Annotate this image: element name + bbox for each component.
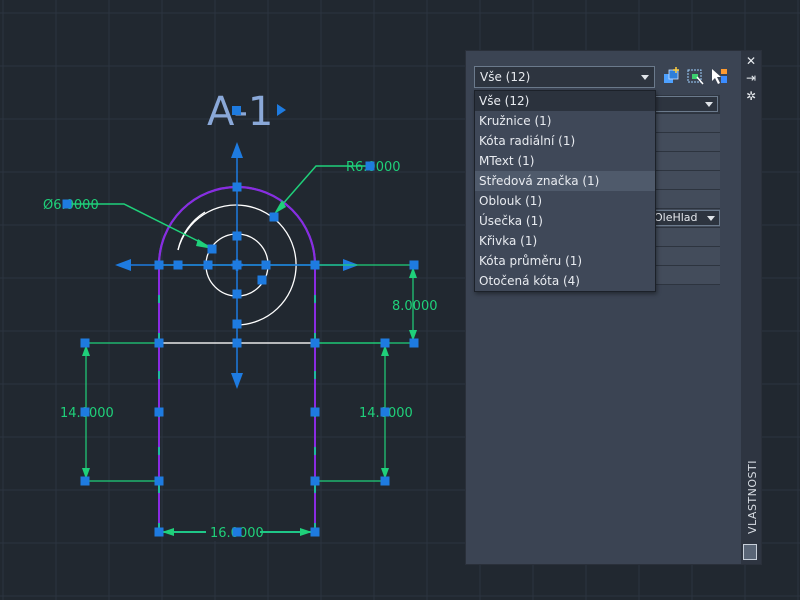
- radius-arrow: [274, 200, 286, 214]
- autohide-icon[interactable]: ⇥: [745, 71, 757, 85]
- grip[interactable]: [154, 407, 164, 417]
- grip[interactable]: [80, 407, 90, 417]
- grip[interactable]: [310, 476, 320, 486]
- dim-bottom-arrow-right: [300, 528, 312, 536]
- grip[interactable]: [365, 161, 375, 171]
- grips[interactable]: [62, 161, 419, 537]
- filter-option[interactable]: Vše (12): [475, 91, 655, 111]
- grip[interactable]: [232, 231, 242, 241]
- chevron-down-icon: [705, 102, 713, 107]
- center-arrow-left[interactable]: [115, 259, 131, 271]
- dim-8-arrow-bottom: [409, 330, 417, 341]
- dim-8-text[interactable]: 8.0000: [392, 299, 438, 314]
- chevron-down-icon: [707, 216, 715, 221]
- grip[interactable]: [80, 338, 90, 348]
- palette-side-strip: ✕ ⇥ ✲ VLASTNOSTI: [741, 51, 761, 564]
- grip[interactable]: [257, 275, 267, 285]
- grip[interactable]: [62, 199, 72, 209]
- grip[interactable]: [310, 260, 320, 270]
- close-icon[interactable]: ✕: [745, 54, 757, 68]
- grip[interactable]: [154, 527, 164, 537]
- grip[interactable]: [380, 476, 390, 486]
- grip[interactable]: [409, 260, 419, 270]
- grip[interactable]: [310, 407, 320, 417]
- plot-style-value: OleHlad: [654, 211, 698, 224]
- select-objects-icon[interactable]: [685, 66, 705, 86]
- grip[interactable]: [380, 407, 390, 417]
- grip[interactable]: [203, 260, 213, 270]
- filter-option[interactable]: MText (1): [479, 154, 535, 168]
- filter-option[interactable]: Kóta průměru (1): [479, 254, 583, 268]
- center-arrow-up[interactable]: [231, 142, 243, 158]
- grip[interactable]: [154, 260, 164, 270]
- grip[interactable]: [207, 244, 217, 254]
- settings-icon[interactable]: ✲: [745, 89, 757, 103]
- radius-arc[interactable]: [177, 204, 297, 326]
- grip[interactable]: [380, 338, 390, 348]
- dim-right-arrow-bottom: [381, 468, 389, 479]
- radius-leader[interactable]: [280, 165, 370, 207]
- grip[interactable]: [154, 338, 164, 348]
- grip[interactable]: [310, 527, 320, 537]
- grip[interactable]: [154, 476, 164, 486]
- dim-right-arrow-top: [381, 345, 389, 356]
- grip[interactable]: [409, 338, 419, 348]
- grip[interactable]: [232, 527, 242, 537]
- radius-arc-tail[interactable]: [177, 211, 206, 251]
- plot-style-dropdown[interactable]: OleHlad: [650, 210, 720, 226]
- grip[interactable]: [261, 260, 271, 270]
- chevron-down-icon: [641, 75, 649, 80]
- grip[interactable]: [310, 338, 320, 348]
- filter-option[interactable]: Úsečka (1): [479, 214, 543, 228]
- grip[interactable]: [269, 212, 279, 222]
- dim-bottom-arrow-left: [162, 528, 174, 536]
- selection-filter-dropdown[interactable]: Vše (12): [474, 66, 655, 88]
- grip[interactable]: [173, 260, 183, 270]
- dim-8-arrow-top: [409, 267, 417, 278]
- center-arrow-down[interactable]: [231, 373, 243, 389]
- properties-palette-icon: [743, 544, 757, 560]
- pickadd-toggle-icon[interactable]: [709, 66, 729, 86]
- grip[interactable]: [80, 476, 90, 486]
- selection-filter-value: Vše (12): [480, 70, 531, 84]
- selection-filter-list[interactable]: Vše (12) Kružnice (1) Kóta radiální (1) MTe…: [474, 90, 656, 292]
- palette-title[interactable]: VLASTNOSTI: [746, 460, 759, 534]
- grip[interactable]: [232, 260, 242, 270]
- filter-option[interactable]: Kóta radiální (1): [479, 134, 576, 148]
- filter-option[interactable]: Otočená kóta (4): [479, 274, 580, 288]
- dim-left-arrow-bottom: [82, 468, 90, 479]
- dim-left-arrow-top: [82, 345, 90, 356]
- title-grip[interactable]: [232, 106, 241, 115]
- filter-option[interactable]: Křivka (1): [479, 234, 538, 248]
- quick-select-icon[interactable]: [662, 66, 682, 86]
- grip[interactable]: [232, 182, 242, 192]
- filter-option[interactable]: Středová značka (1): [475, 171, 655, 191]
- grip[interactable]: [232, 338, 242, 348]
- grip[interactable]: [232, 319, 242, 329]
- title-arrow-grip[interactable]: [277, 104, 286, 116]
- filter-option[interactable]: Kružnice (1): [479, 114, 552, 128]
- property-value-dropdown[interactable]: [648, 96, 718, 112]
- grip[interactable]: [232, 289, 242, 299]
- diameter-leader[interactable]: [70, 203, 209, 247]
- filter-option[interactable]: Oblouk (1): [479, 194, 543, 208]
